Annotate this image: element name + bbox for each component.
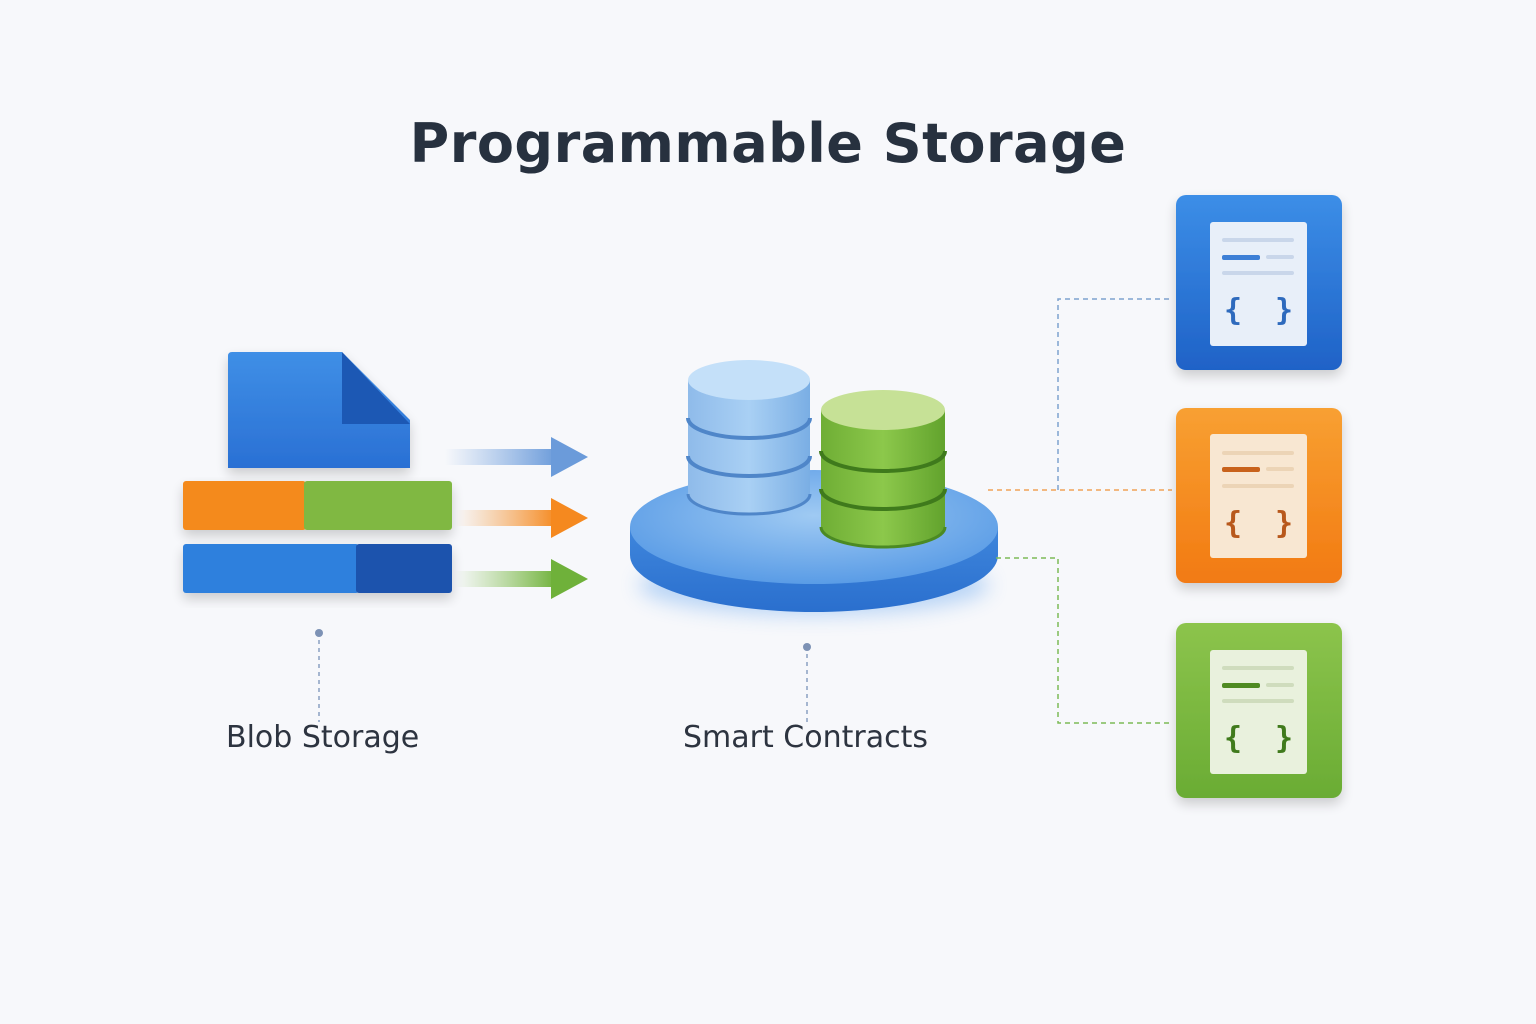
contract-card-orange: { } — [1176, 408, 1342, 583]
code-document-icon: { } — [1210, 222, 1307, 346]
file-icon — [228, 352, 410, 468]
blob-label-pointer — [315, 629, 323, 722]
blob-storage-group — [183, 352, 588, 722]
page-title: Programmable Storage — [409, 112, 1127, 175]
contract-storage-group — [630, 360, 998, 722]
database-cylinder-icon — [686, 360, 812, 516]
contract-card-blue: { } — [1176, 195, 1342, 370]
data-bar-icon — [183, 544, 452, 593]
svg-text:}: } — [1275, 293, 1293, 328]
arrow-right-icon — [455, 498, 588, 538]
arrow-right-icon — [445, 437, 588, 477]
data-bar-icon — [183, 481, 452, 530]
svg-text:{: { — [1224, 721, 1242, 756]
contracts-label-pointer — [803, 643, 811, 722]
svg-text:}: } — [1275, 721, 1293, 756]
code-document-icon: { } — [1210, 650, 1307, 774]
arrow-right-icon — [455, 559, 588, 599]
card-connectors — [988, 298, 1172, 724]
contract-card-green: { } — [1176, 623, 1342, 798]
smart-contracts-label: Smart Contracts — [683, 720, 928, 755]
svg-text:{: { — [1224, 506, 1242, 541]
database-cylinder-icon — [819, 390, 947, 549]
blob-storage-label: Blob Storage — [226, 720, 420, 755]
code-document-icon: { } — [1210, 434, 1307, 558]
svg-text:{: { — [1224, 293, 1242, 328]
svg-text:}: } — [1275, 506, 1293, 541]
